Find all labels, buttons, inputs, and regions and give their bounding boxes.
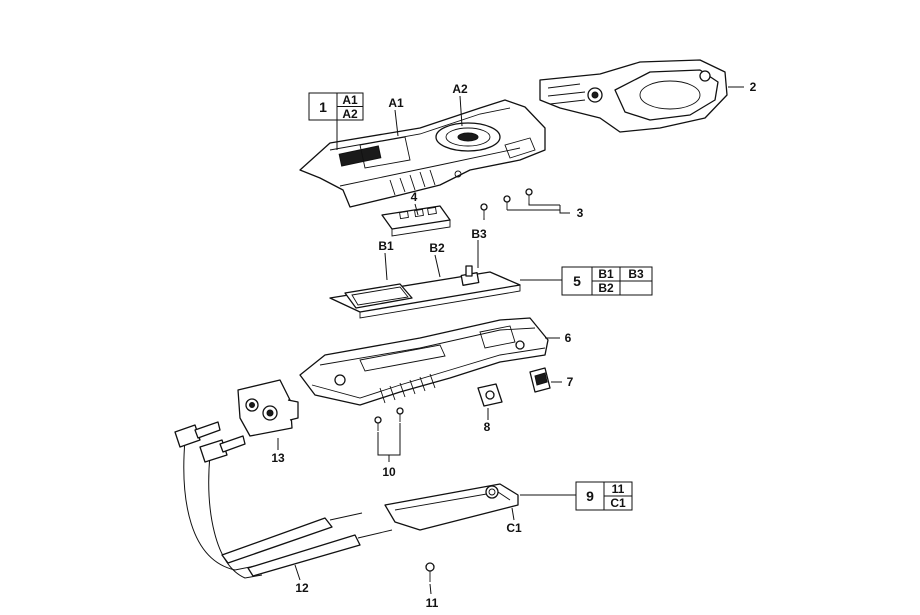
label-b3: B3 — [471, 227, 487, 241]
table-5-number: 5 — [573, 273, 581, 289]
label-a2: A2 — [452, 82, 468, 96]
label-7: 7 — [567, 375, 574, 389]
label-b1: B1 — [378, 239, 394, 253]
label-11: 11 — [426, 596, 439, 610]
callout-table-5: 5 B1 B3 B2 — [561, 266, 653, 296]
switch-part-8 — [477, 383, 503, 407]
screw-part-11 — [425, 562, 435, 582]
table-9-cell-11: 11 — [612, 482, 625, 496]
clamp-jaw-part — [539, 59, 728, 133]
jack-block-part-13 — [237, 379, 299, 437]
label-2: 2 — [750, 80, 757, 94]
top-cover-part — [299, 99, 546, 208]
label-a1: A1 — [388, 96, 404, 110]
table-5-cell-b1: B1 — [598, 267, 614, 281]
callout-table-1: 1 A1 A2 — [308, 92, 364, 121]
table-5-cell-b2: B2 — [598, 281, 614, 295]
test-leads-part-12 — [174, 421, 393, 579]
table-9-number: 9 — [586, 488, 594, 504]
table-1-cell-a1: A1 — [342, 93, 358, 107]
insert-part-4 — [381, 205, 451, 237]
label-10: 10 — [382, 465, 396, 479]
battery-cover-part — [384, 483, 519, 531]
label-b2: B2 — [429, 241, 445, 255]
table-1-number: 1 — [319, 99, 327, 115]
button-part-7 — [529, 367, 551, 393]
callout-table-9: 9 11 C1 — [575, 481, 633, 511]
table-9-cell-c1: C1 — [610, 496, 626, 510]
part-labels: A1 A2 2 3 4 B1 B2 B3 6 7 8 13 10 C1 12 1… — [271, 80, 756, 610]
label-3: 3 — [577, 206, 584, 220]
table-5-cell-b3: B3 — [628, 267, 644, 281]
table-1-cell-a2: A2 — [342, 107, 358, 121]
label-6: 6 — [565, 331, 572, 345]
circuit-board-part — [329, 265, 521, 319]
callout-leaders — [277, 86, 744, 595]
label-12: 12 — [295, 581, 309, 595]
label-4: 4 — [411, 190, 418, 204]
lower-housing-part — [299, 317, 549, 406]
label-c1: C1 — [506, 521, 522, 535]
label-8: 8 — [484, 420, 491, 434]
screws-part-3 — [480, 188, 533, 218]
screws-part-10 — [374, 407, 404, 431]
label-13: 13 — [271, 451, 285, 465]
